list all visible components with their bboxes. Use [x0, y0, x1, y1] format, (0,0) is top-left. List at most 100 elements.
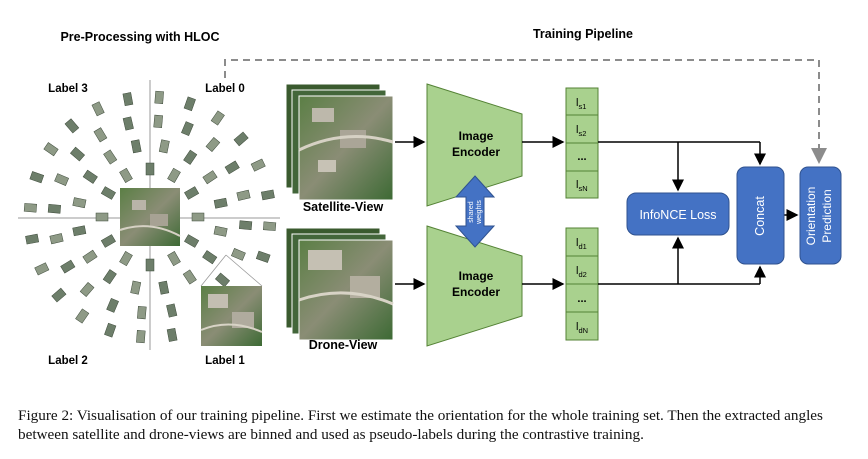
drone-thumbnail	[166, 327, 178, 342]
feature-ls2: ls2	[576, 124, 586, 138]
encoder-label-line2: Encoder	[452, 285, 500, 299]
drone-thumbnail	[51, 287, 67, 303]
drone-thumbnail-rings	[23, 90, 277, 344]
feature-ldN: ldN	[576, 321, 588, 335]
drone-view-label: Drone-View	[309, 338, 378, 352]
drone-thumbnail	[64, 118, 80, 134]
drone-thumbnail	[95, 212, 109, 222]
orientation-label-line2: Prediction	[820, 189, 834, 242]
feature-ellipsis: ...	[577, 293, 586, 305]
pipeline-connectors	[598, 141, 799, 285]
drone-thumbnail	[158, 280, 170, 295]
drone-thumbnail	[100, 234, 116, 248]
satellite-view-label: Satellite-View	[303, 200, 384, 214]
drone-thumbnail	[79, 281, 95, 298]
training-pipeline-figure: Pre-Processing with HLOC Training Pipeli…	[18, 27, 842, 367]
center-satellite-tile	[119, 188, 181, 246]
drone-thumbnail	[233, 131, 249, 147]
drone-thumbnail	[158, 139, 170, 154]
drone-thumbnail	[145, 258, 155, 272]
feature-lsN: lsN	[576, 179, 588, 193]
drone-thumbnail	[166, 303, 178, 318]
drone-thumbnail	[210, 110, 225, 126]
encoder-label-line2: Encoder	[452, 145, 500, 159]
drone-thumbnail	[102, 269, 117, 285]
dashed-pseudo-label-arrow	[224, 59, 827, 164]
satellite-feature-column: ls1 ls2 ... lsN	[565, 87, 599, 199]
drone-thumbnail	[122, 116, 134, 131]
infonce-loss-box: InfoNCE Loss	[626, 192, 730, 236]
drone-thumbnail	[205, 136, 221, 153]
label-3: Label 3	[48, 83, 88, 95]
drone-thumbnail	[145, 162, 155, 176]
drone-thumbnail	[136, 330, 146, 344]
shared-weights-line2: weights	[476, 200, 483, 225]
drone-thumbnail	[72, 197, 87, 209]
drone-thumbnail	[49, 233, 64, 245]
feature-ld2: ld2	[576, 265, 587, 279]
drone-thumbnail	[239, 220, 253, 230]
drone-thumbnail	[75, 308, 90, 324]
drone-thumbnail	[250, 158, 266, 172]
drone-thumbnail	[54, 173, 70, 186]
drone-thumbnail	[69, 146, 86, 162]
infonce-loss-label: InfoNCE Loss	[639, 208, 716, 222]
orientation-prediction-box: Orientation Prediction	[799, 166, 842, 265]
drone-thumbnail	[184, 186, 200, 200]
satellite-image-encoder: Image Encoder	[426, 83, 523, 207]
drone-thumbnail	[60, 259, 76, 274]
drone-thumbnail	[91, 101, 105, 117]
drone-thumbnail	[119, 167, 133, 183]
preprocessing-title: Pre-Processing with HLOC	[60, 30, 219, 44]
encoder-label-line1: Image	[459, 269, 494, 283]
drone-thumbnail	[82, 249, 98, 264]
drone-thumbnail	[224, 160, 240, 175]
drone-thumbnail	[47, 204, 61, 214]
drone-thumbnail	[122, 92, 134, 107]
drone-thumbnail	[137, 306, 147, 320]
drone-thumbnail	[72, 225, 87, 237]
drone-thumbnail	[230, 248, 246, 261]
drone-image-stack	[285, 227, 394, 341]
drone-feature-column: ld1 ld2 ... ldN	[565, 227, 599, 341]
drone-thumbnail	[213, 225, 228, 237]
drone-thumbnail	[183, 149, 198, 165]
drone-thumbnail	[25, 233, 40, 245]
drone-thumbnail	[260, 189, 275, 201]
feature-ls1: ls1	[576, 97, 586, 111]
drone-thumbnail	[34, 262, 50, 276]
concat-box: Concat	[736, 166, 785, 265]
drone-thumbnail	[154, 90, 164, 104]
drone-thumbnail	[191, 212, 205, 222]
drone-thumbnail	[202, 250, 218, 265]
label-0: Label 0	[205, 83, 245, 95]
drone-thumbnail	[236, 189, 251, 201]
drone-thumbnail	[130, 139, 142, 154]
drone-thumbnail	[100, 186, 116, 200]
drone-thumbnail	[104, 322, 117, 338]
satellite-image-stack	[285, 83, 394, 201]
drone-thumbnail	[106, 297, 119, 313]
drone-thumbnail	[183, 96, 196, 112]
label-2: Label 2	[48, 355, 88, 367]
drone-thumbnail	[167, 251, 181, 267]
figure-caption: Figure 2: Visualisation of our training …	[18, 407, 823, 443]
drone-thumbnail	[181, 121, 194, 137]
label-1: Label 1	[205, 355, 245, 367]
feature-ellipsis: ...	[577, 151, 586, 163]
shared-weights-arrow: shared weights	[454, 175, 496, 248]
drone-thumbnail	[29, 171, 45, 184]
zoomed-drone-image	[200, 254, 263, 346]
training-pipeline-title: Training Pipeline	[533, 27, 633, 41]
drone-thumbnail	[153, 114, 163, 128]
concat-label: Concat	[753, 196, 767, 236]
drone-thumbnail	[43, 142, 59, 157]
drone-thumbnail	[167, 167, 181, 183]
drone-thumbnail	[119, 251, 133, 267]
drone-thumbnail	[263, 221, 277, 231]
drone-thumbnail	[214, 272, 231, 288]
shared-weights-line1: shared	[468, 201, 475, 223]
drone-thumbnail	[255, 250, 271, 263]
drone-thumbnail	[184, 234, 200, 248]
drone-image-encoder: Image Encoder	[426, 225, 523, 347]
